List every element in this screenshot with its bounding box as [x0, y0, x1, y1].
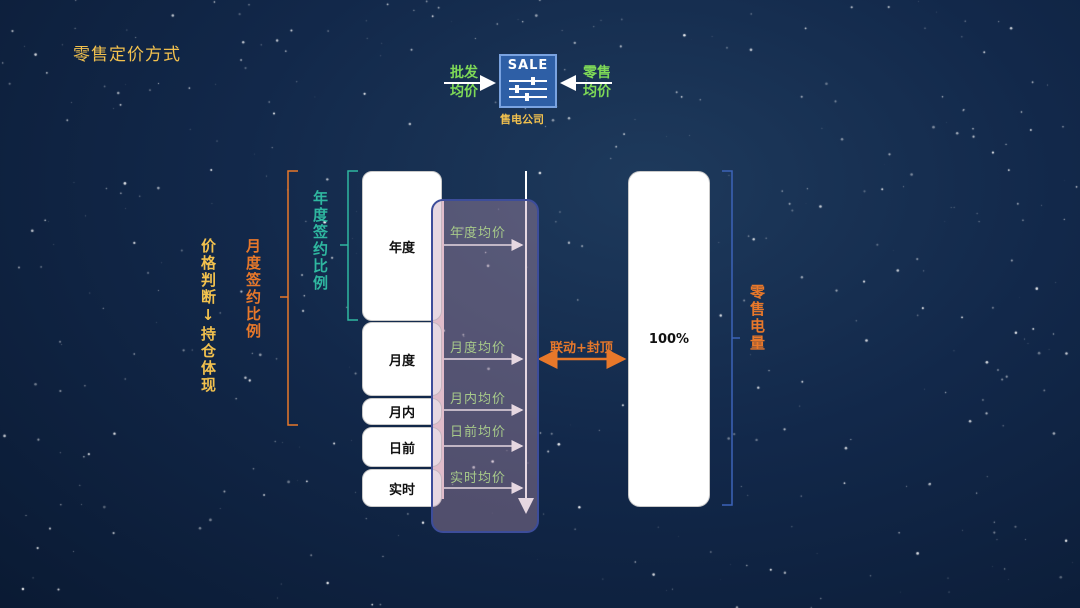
retail-volume-bracket [722, 170, 740, 506]
monthly-ratio-bracket [280, 170, 298, 426]
slider-icon [509, 77, 547, 101]
annual-ratio-label: 年度签约比例 [311, 190, 329, 292]
wholesale-average-label: 批发均价 [450, 65, 478, 100]
sale-icon-text: SALE [507, 58, 549, 73]
retail-average-label: 零售均价 [583, 65, 611, 100]
price-intramonth: 月内均价 [450, 392, 507, 407]
price-day-ahead: 日前均价 [450, 425, 507, 440]
company-label: 售电公司 [500, 113, 544, 126]
outer-vertical-label: 价格判断↓持仓体现 [199, 238, 217, 394]
link-label: 联动+封顶 [550, 341, 613, 356]
box-day-ahead: 日前 [362, 427, 442, 467]
monthly-ratio-label: 月度签约比例 [244, 238, 262, 340]
price-monthly: 月度均价 [450, 341, 507, 356]
retail-volume-label: 零售电量 [748, 284, 766, 352]
box-realtime: 实时 [362, 469, 442, 507]
full-volume-box: 100% [628, 171, 710, 507]
box-annual: 年度 [362, 171, 442, 321]
box-monthly: 月度 [362, 322, 442, 396]
box-intramonth: 月内 [362, 398, 442, 425]
price-realtime: 实时均价 [450, 471, 507, 486]
price-overlay [431, 199, 539, 533]
annual-ratio-bracket [340, 170, 358, 321]
full-volume-label: 100% [648, 331, 690, 347]
sale-icon: SALE [499, 54, 557, 108]
page-title: 零售定价方式 [73, 45, 181, 65]
price-annual: 年度均价 [450, 226, 507, 241]
